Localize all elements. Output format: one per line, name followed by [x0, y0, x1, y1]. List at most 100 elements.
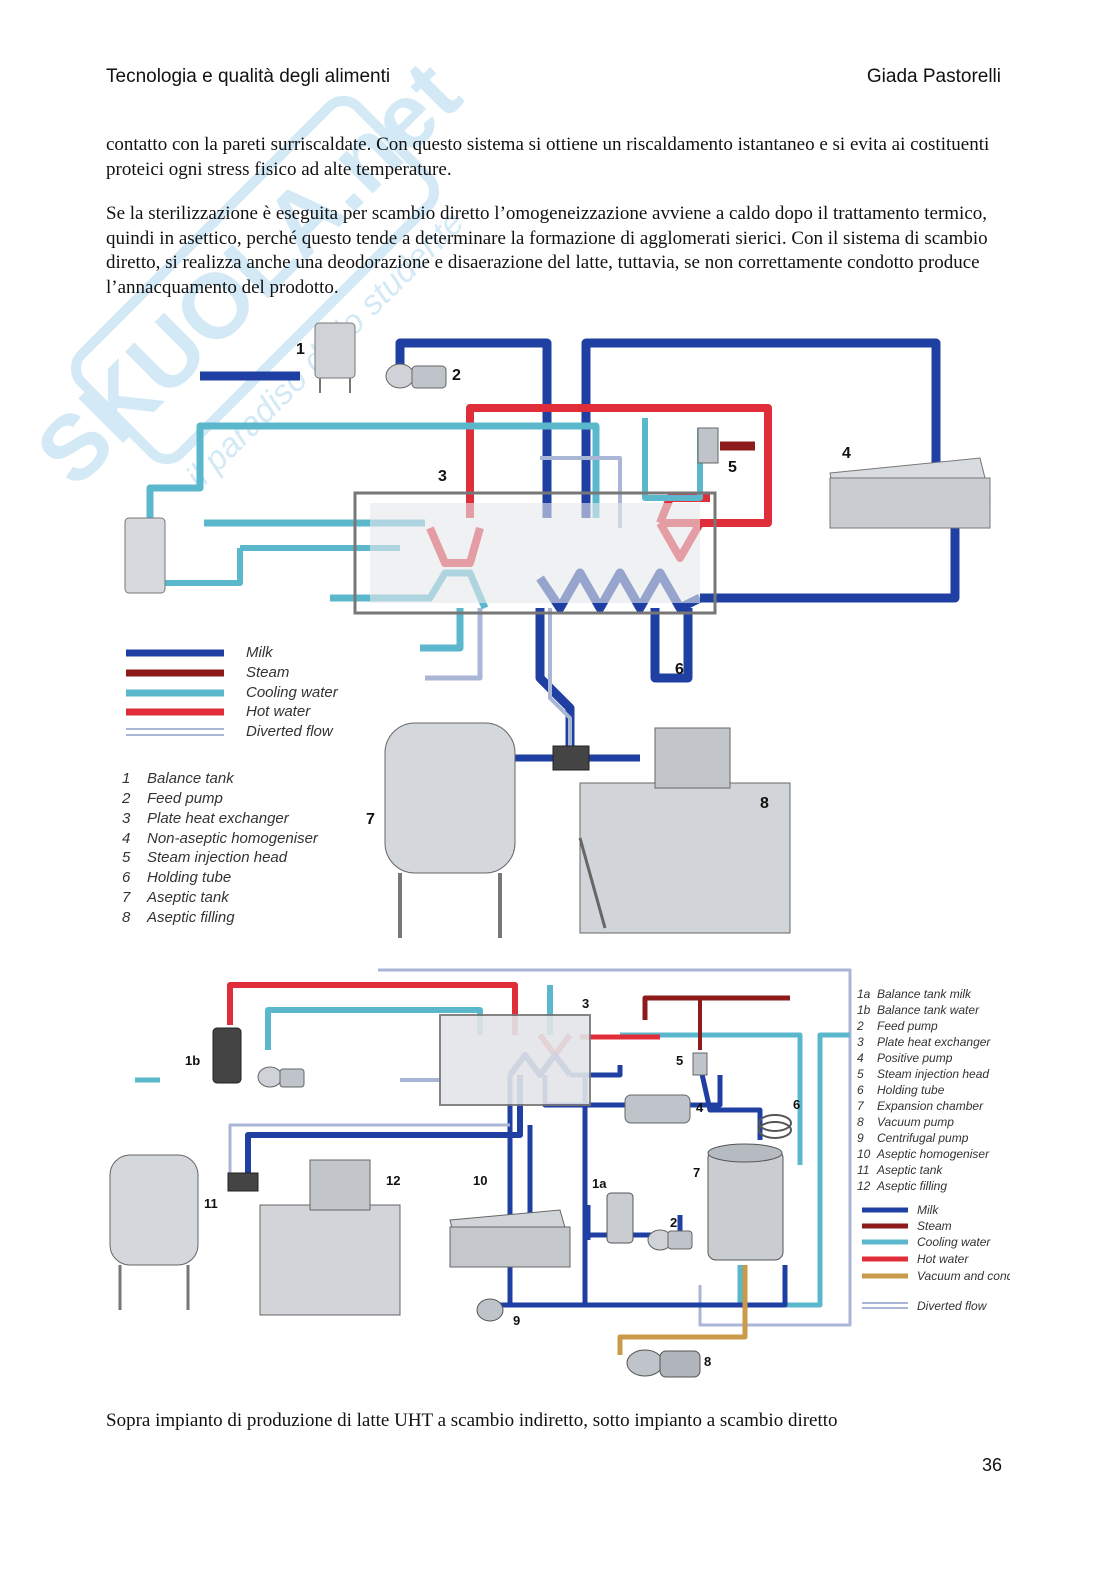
item-label: Steam injection head [147, 849, 288, 866]
callout-9: 9 [513, 1313, 520, 1328]
cooling-water-pipe [737, 1032, 850, 1308]
item-label: Plate heat exchanger [147, 810, 290, 827]
milk-pipe [700, 508, 960, 603]
item-num: 10 [857, 1147, 871, 1161]
callout-8: 8 [760, 795, 769, 812]
callout-1: 1 [296, 341, 305, 358]
legend-label: Cooling water [917, 1235, 991, 1249]
item-num: 6 [122, 869, 131, 886]
page-number: 36 [981, 1455, 1002, 1475]
item-label: Steam injection head [877, 1067, 989, 1081]
aseptic-filling-8 [578, 727, 791, 934]
holding-tube [650, 608, 693, 683]
cooling-water-pipe [378, 968, 852, 1327]
steam-injection-head-5 [692, 1052, 708, 1076]
feed-pump-water [257, 1066, 305, 1088]
vacuum-condensate-pipe [617, 1265, 748, 1355]
diverted-flow-pipe [548, 608, 572, 748]
milk-pipe [395, 338, 552, 518]
homogeniser-4 [829, 457, 991, 529]
callout-2: 2 [670, 1215, 677, 1230]
item-label: Feed pump [147, 790, 223, 807]
cooling-water-pipe [160, 548, 243, 586]
callout-6: 6 [793, 1097, 800, 1112]
item-label: Centrifugal pump [877, 1131, 969, 1145]
aseptic-filling-12 [259, 1159, 401, 1316]
paragraph-2: Se la sterilizzazione è eseguita per sca… [106, 203, 988, 298]
item-num: 5 [122, 849, 131, 866]
callout-7: 7 [693, 1165, 700, 1180]
callout-2: 2 [452, 367, 461, 384]
steam-injection-head-5 [697, 427, 719, 464]
diagram-direct-uht: 1a 1b 2 3 4 5 6 7 8 9 10 11 12 1a Balanc… [109, 968, 1010, 1378]
legend-label: Milk [917, 1203, 939, 1217]
milk-pipe [535, 608, 575, 748]
item-label: Positive pump [877, 1051, 953, 1065]
callout-3: 3 [438, 468, 447, 485]
item-label: Aseptic homogeniser [876, 1147, 990, 1161]
item-num: 5 [857, 1067, 864, 1081]
legend-label: Diverted flow [917, 1299, 988, 1313]
legend-label: Steam [917, 1219, 952, 1233]
aseptic-homogeniser-10 [449, 1209, 571, 1268]
item-list-diagram1: 1 Balance tank 2 Feed pump 3 Plate heat … [121, 770, 319, 926]
item-label: Plate heat exchanger [877, 1035, 991, 1049]
callout-1a: 1a [592, 1176, 607, 1191]
cooling-water-pipe [620, 1032, 803, 1165]
item-num: 8 [857, 1115, 864, 1129]
item-num: 4 [857, 1051, 864, 1065]
aseptic-tank-7 [384, 722, 516, 938]
feed-pump-2 [385, 363, 447, 389]
legend-label: Cooling water [246, 684, 339, 701]
callout-6: 6 [675, 661, 684, 678]
item-label: Aseptic filling [146, 909, 235, 926]
steam-pipe [642, 995, 790, 1020]
diagram-indirect-uht: 1 2 3 4 5 6 7 8 Milk Steam Cooling water… [121, 322, 991, 938]
item-num: 2 [121, 790, 131, 807]
legend-label: Steam [246, 664, 289, 681]
milk-pipe [480, 1265, 788, 1308]
item-label: Balance tank [147, 770, 235, 787]
figure-caption: Sopra impianto di produzione di latte UH… [106, 1410, 838, 1431]
item-num: 1 [122, 770, 130, 787]
junction-box [227, 1172, 259, 1192]
legend-diagram2: Milk Steam Cooling water Hot water Vacuu… [862, 1203, 1010, 1313]
item-num: 12 [857, 1179, 871, 1193]
callout-11: 11 [204, 1196, 218, 1211]
callout-5: 5 [728, 459, 737, 476]
legend-label: Milk [246, 644, 274, 661]
balance-tank-1 [314, 322, 356, 393]
cooling-water-pipe [146, 422, 600, 533]
header-author: Giada Pastorelli [866, 66, 1001, 87]
item-num: 3 [122, 810, 131, 827]
aseptic-tank-11 [109, 1154, 199, 1310]
feed-pump-2 [647, 1229, 693, 1251]
legend-label: Vacuum and condensate [917, 1269, 1010, 1283]
cooling-water-pipe [642, 418, 703, 501]
milk-pipe [581, 338, 941, 518]
item-label: Non-aseptic homogeniser [147, 830, 319, 847]
callout-1b: 1b [185, 1053, 200, 1068]
header-title: Tecnologia e qualità degli alimenti [106, 66, 391, 87]
balance-tank-1b [212, 1027, 242, 1084]
legend-label: Hot water [917, 1252, 969, 1266]
item-label: Balance tank milk [877, 987, 972, 1001]
callout-4: 4 [842, 445, 851, 462]
cooling-water-pipe [420, 608, 464, 652]
item-num: 7 [122, 889, 131, 906]
balance-tank-1a [606, 1192, 634, 1244]
item-label: Aseptic tank [876, 1163, 943, 1177]
item-label: Holding tube [877, 1083, 945, 1097]
hot-water-pipe [227, 982, 518, 1035]
plate-heat-exchanger-3 [353, 491, 717, 615]
junction-box [552, 745, 590, 771]
item-label: Vacuum pump [877, 1115, 954, 1129]
item-num: 6 [857, 1083, 864, 1097]
item-label: Expansion chamber [877, 1099, 984, 1113]
paragraph-1: contatto con la pareti surriscaldate. Co… [106, 134, 990, 180]
holding-tube-6 [758, 1114, 792, 1139]
item-num: 8 [122, 909, 131, 926]
plate-heat-exchanger-3 [439, 1014, 591, 1106]
callout-5: 5 [676, 1053, 683, 1068]
callout-8: 8 [704, 1354, 711, 1369]
